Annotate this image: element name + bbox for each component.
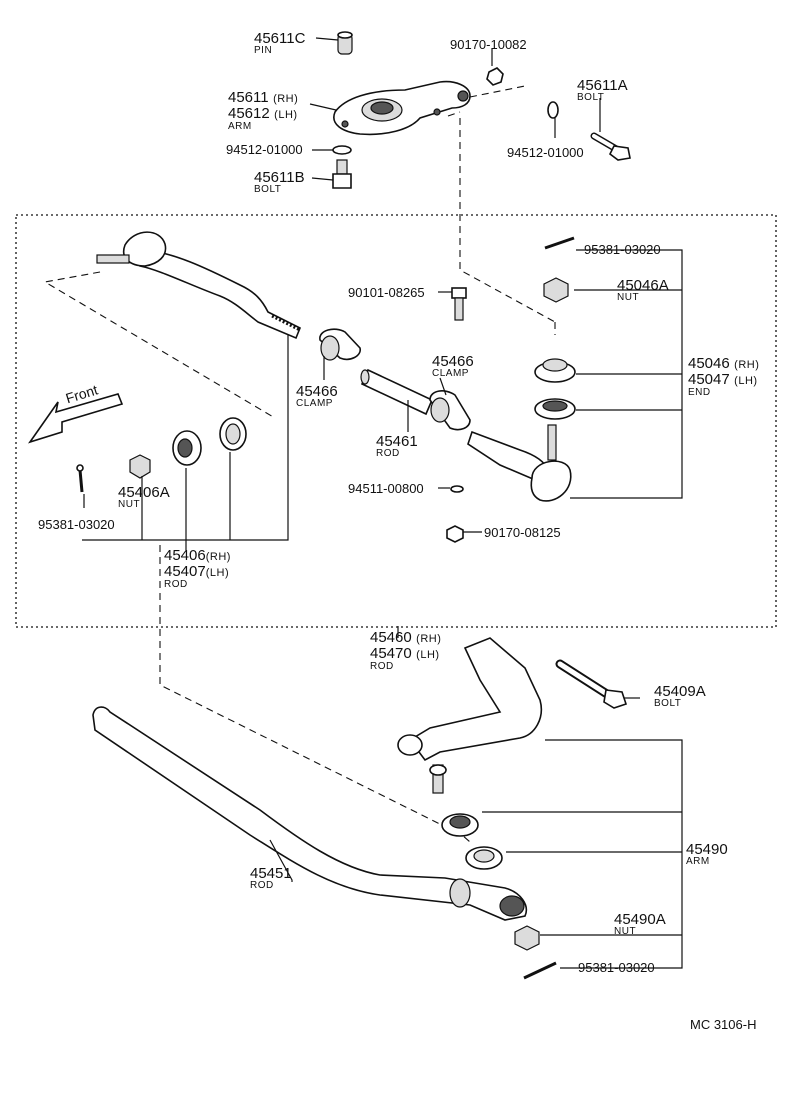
label-90170-08125: 90170-08125: [484, 525, 561, 540]
boot-45046-a: [534, 358, 576, 383]
bolt-45611b: [332, 159, 352, 189]
label-90101-08265: 90101-08265: [348, 285, 425, 300]
label-95381-bottom: 95381-03020: [578, 960, 655, 975]
label-45470: 45470 (LH) ROD: [370, 645, 440, 672]
bolt-45611a: [590, 132, 631, 161]
idler-arm-45490: [397, 637, 542, 794]
bolt-45409a: [555, 659, 628, 709]
label-45611: 45611 (RH): [228, 89, 299, 106]
label-90170-10082: 90170-10082: [450, 37, 527, 52]
label-45406a: 45406A NUT: [118, 484, 170, 510]
label-45460: 45460 (RH): [370, 629, 442, 646]
cotter-95381-top: [544, 236, 575, 250]
nut-45046a: [543, 277, 569, 303]
label-45046: 45046 (RH): [688, 355, 760, 372]
pin-45611c: [337, 31, 353, 55]
assembly-box: [15, 214, 777, 628]
label-94512-right: 94512-01000: [507, 145, 584, 160]
tie-rod-end-45046: [467, 424, 572, 502]
boot-45406-a: [172, 430, 202, 466]
label-45047: 45047 (LH) END: [688, 371, 758, 398]
label-45406: 45406(RH): [164, 547, 231, 564]
label-45611b: 45611B BOLT: [254, 169, 305, 195]
label-95381-top: 95381-03020: [584, 242, 661, 257]
relay-rod-45451: [92, 706, 527, 921]
front-arrow-icon: [27, 393, 124, 444]
label-45612: 45612 (LH) ARM: [228, 105, 298, 132]
label-45407: 45407(LH) ROD: [164, 563, 230, 590]
bolt-90101: [451, 287, 467, 321]
clamp-45466-right: [429, 390, 471, 431]
clamp-45466-left: [319, 328, 361, 361]
label-45466-left: 45466 CLAMP: [296, 383, 338, 409]
cotter-95381-left: [76, 464, 84, 493]
diagram-code: MC 3106-H: [690, 1017, 757, 1032]
cotter-95381-bottom: [523, 961, 557, 980]
boot-45490-b: [465, 846, 503, 870]
boot-45406-b: [219, 417, 247, 451]
label-45466-right: 45466 CLAMP: [432, 353, 474, 379]
label-45490: 45490 ARM: [686, 841, 728, 867]
washer-94512-left: [332, 145, 352, 155]
label-94512-left: 94512-01000: [226, 142, 303, 157]
label-45451: 45451 ROD: [250, 865, 292, 891]
washer-94511: [450, 485, 464, 493]
boot-45490-a: [441, 813, 479, 837]
washer-94512-right: [547, 101, 559, 119]
sleeve-rod-45461: [360, 368, 434, 416]
label-45490a: 45490A NUT: [614, 911, 666, 937]
label-45611c: 45611C PIN: [254, 30, 306, 56]
nut-45406a: [129, 454, 151, 479]
tie-rod-45406: [96, 231, 302, 340]
label-95381-left: 95381-03020: [38, 517, 115, 532]
nut-45490a: [514, 925, 540, 951]
label-45046a: 45046A NUT: [617, 277, 669, 303]
boot-45046-b: [534, 398, 576, 420]
label-45409a: 45409A BOLT: [654, 683, 706, 709]
label-45611a: 45611A BOLT: [577, 77, 628, 103]
nut-90170-10082: [486, 67, 504, 86]
label-94511-00800: 94511-00800: [348, 481, 424, 496]
nut-90170-08125: [446, 525, 464, 543]
bracket-arm-45611: [333, 80, 471, 136]
label-45461: 45461 ROD: [376, 433, 418, 459]
